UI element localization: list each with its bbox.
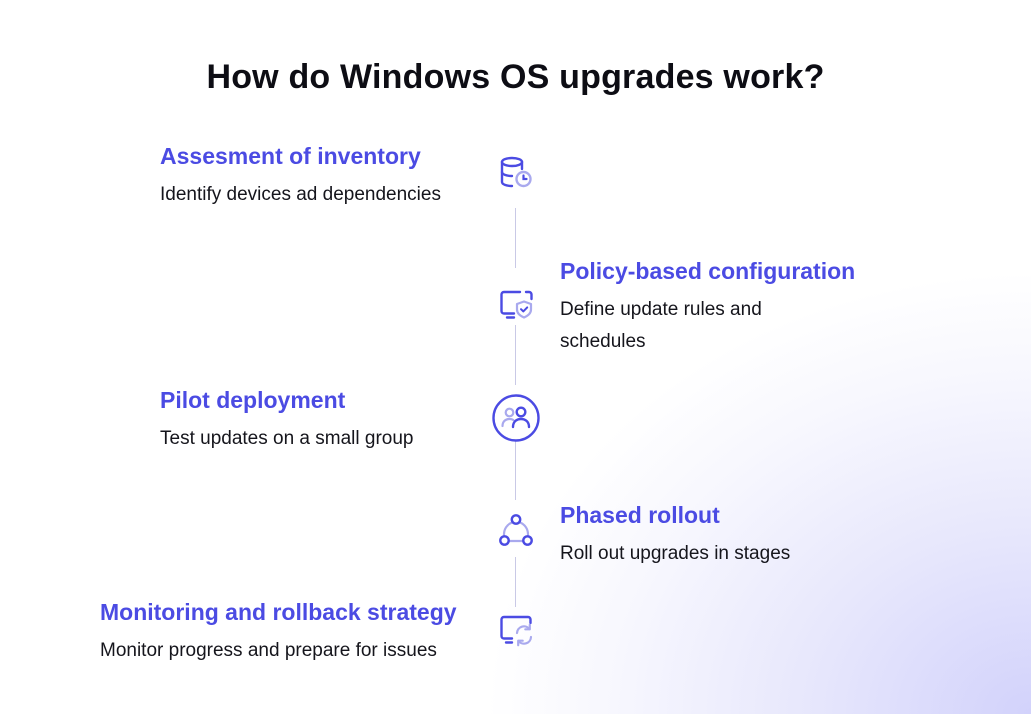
step-title: Pilot deployment bbox=[160, 387, 346, 413]
step-title: Policy-based configuration bbox=[560, 258, 856, 284]
timeline-connector bbox=[515, 557, 516, 607]
step-title: Phased rollout bbox=[560, 502, 720, 528]
step-description: Roll out upgrades in stages bbox=[560, 543, 791, 564]
step-description: Define update rules and schedules bbox=[560, 299, 762, 352]
cycle-nodes-icon bbox=[496, 510, 536, 550]
step-description: Test updates on a small group bbox=[160, 428, 414, 449]
step-policy-configuration: Policy-based configuration Define update… bbox=[560, 258, 860, 358]
step-description: Monitor progress and prepare for issues bbox=[100, 640, 437, 661]
database-clock-icon bbox=[496, 153, 536, 193]
monitor-shield-icon bbox=[496, 284, 536, 324]
step-title: Monitoring and rollback strategy bbox=[100, 599, 457, 625]
step-title: Assesment of inventory bbox=[160, 143, 421, 169]
step-monitoring-rollback: Monitoring and rollback strategy Monitor… bbox=[100, 599, 457, 667]
step-assessment: Assesment of inventory Identify devices … bbox=[160, 143, 441, 211]
users-icon bbox=[491, 393, 541, 443]
timeline-connector bbox=[515, 325, 516, 385]
page-title: How do Windows OS upgrades work? bbox=[206, 58, 825, 96]
step-phased-rollout: Phased rollout Roll out upgrades in stag… bbox=[560, 502, 790, 570]
step-pilot-deployment: Pilot deployment Test updates on a small… bbox=[160, 387, 414, 455]
timeline-connector bbox=[515, 440, 516, 500]
monitor-refresh-icon bbox=[496, 609, 536, 649]
timeline-connector bbox=[515, 208, 516, 268]
step-description: Identify devices ad dependencies bbox=[160, 184, 441, 205]
